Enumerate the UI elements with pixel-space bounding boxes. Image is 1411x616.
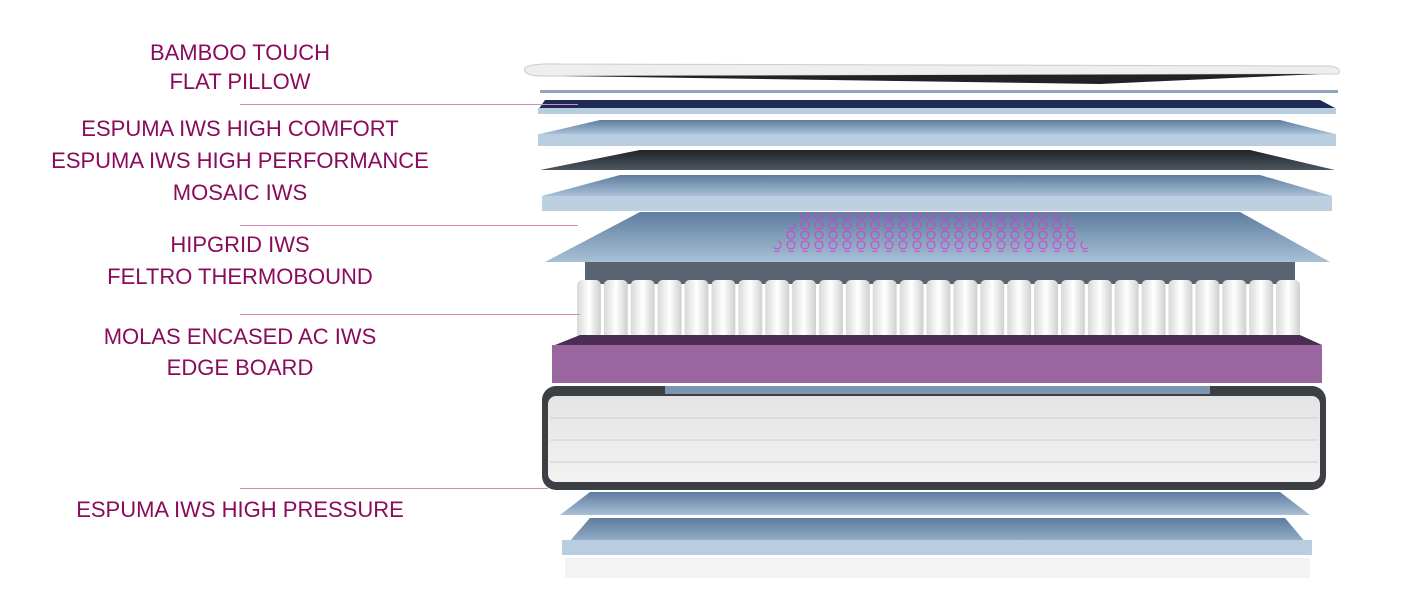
label-mosaic: MOSAIC IWS (172, 180, 308, 205)
spring-pocket (1087, 280, 1112, 338)
spring-pocket (630, 280, 655, 338)
mosaic-layer (542, 175, 1332, 211)
spring-pocket (765, 280, 790, 338)
spring-pocket (1249, 280, 1274, 338)
spring-pocket (980, 280, 1005, 338)
label-flat-pillow: FLAT PILLOW (169, 69, 311, 94)
leader-line (240, 314, 580, 315)
label-high-performance: ESPUMA IWS HIGH PERFORMANCE (51, 148, 429, 173)
spring-pocket (953, 280, 978, 338)
spring-pocket (819, 280, 843, 338)
spring-pocket (711, 280, 736, 338)
label-bamboo-touch: BAMBOO TOUCH (149, 40, 331, 65)
spring-pocket (1061, 280, 1085, 338)
flat-pillow-layer (538, 90, 1338, 114)
spring-pocket (845, 280, 870, 338)
label-edge-board: EDGE BOARD (166, 355, 314, 380)
spring-pocket (657, 280, 682, 338)
spring-pocket (792, 280, 816, 338)
hipgrid-layer (545, 212, 1330, 262)
leader-line (240, 104, 578, 105)
spring-pocket (738, 280, 763, 338)
high-comfort-layer (538, 120, 1336, 146)
edge-board-layer (552, 335, 1322, 383)
mattress-core (542, 386, 1326, 490)
bamboo-touch-layer (524, 63, 1340, 84)
spring-pocket (577, 280, 601, 338)
label-feltro: FELTRO THERMOBOUND (107, 264, 373, 289)
spring-pocket (684, 280, 709, 338)
spring-pocket (1007, 280, 1032, 338)
high-performance-layer (540, 150, 1335, 170)
spring-pocket (1141, 280, 1166, 338)
spring-pocket (926, 280, 951, 338)
spring-pocket (1168, 280, 1193, 338)
leader-line (240, 488, 548, 489)
spring-pocket (1222, 280, 1247, 338)
spring-pocket (899, 280, 924, 338)
spring-pocket (1276, 280, 1300, 338)
spring-pocket (872, 280, 897, 338)
spring-pocket (603, 280, 628, 338)
leader-line (240, 225, 578, 226)
label-high-pressure: ESPUMA IWS HIGH PRESSURE (76, 497, 404, 522)
spring-pocket (1114, 280, 1139, 338)
encased-springs (577, 262, 1300, 338)
label-high-comfort: ESPUMA IWS HIGH COMFORT (81, 116, 399, 141)
label-molas: MOLAS ENCASED AC IWS (103, 324, 377, 349)
spring-pocket (1195, 280, 1220, 338)
spring-pocket (1034, 280, 1058, 338)
high-pressure-layer (560, 492, 1312, 578)
label-hipgrid: HIPGRID IWS (170, 232, 310, 257)
